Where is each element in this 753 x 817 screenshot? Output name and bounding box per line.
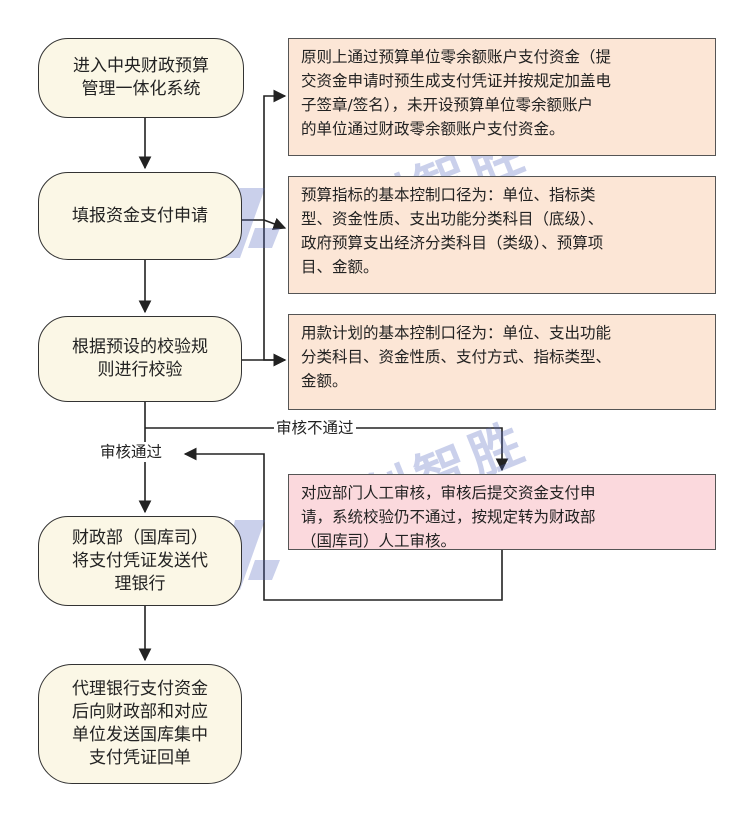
node-fill-application: 填报资金支付申请 [38, 172, 242, 260]
branch-to-indicator-note [263, 217, 287, 230]
label-pass: 审核通过 [98, 442, 165, 462]
note-manual-review: 对应部门人工审核，审核后提交资金支付申 请，系统校验仍不通过，按规定转为财政部 … [288, 474, 716, 550]
node-validate: 根据预设的校验规 则进行校验 [38, 316, 242, 402]
branch-to-account-note [240, 89, 287, 221]
fail-path [145, 427, 509, 472]
branch-to-plan-note [263, 220, 287, 367]
label-fail: 审核不通过 [274, 418, 356, 438]
return-path [183, 447, 503, 601]
node-bank-pays: 代理银行支付资金 后向财政部和对应 单位发送国库集中 支付凭证回单 [38, 664, 242, 784]
note-indicator-control: 预算指标的基本控制口径为：单位、指标类 型、资金性质、支出功能分类科目（底级）、… [288, 176, 716, 294]
note-plan-control: 用款计划的基本控制口径为：单位、支出功能 分类科目、资金性质、支付方式、指标类型… [288, 314, 716, 410]
node-enter-system: 进入中央财政预算 管理一体化系统 [38, 38, 244, 118]
note-account-rule: 原则上通过预算单位零余额账户支付资金（提 交资金申请时预生成支付凭证并按规定加盖… [288, 38, 716, 156]
node-send-voucher: 财政部（国库司） 将支付凭证发送代 理银行 [38, 516, 242, 606]
